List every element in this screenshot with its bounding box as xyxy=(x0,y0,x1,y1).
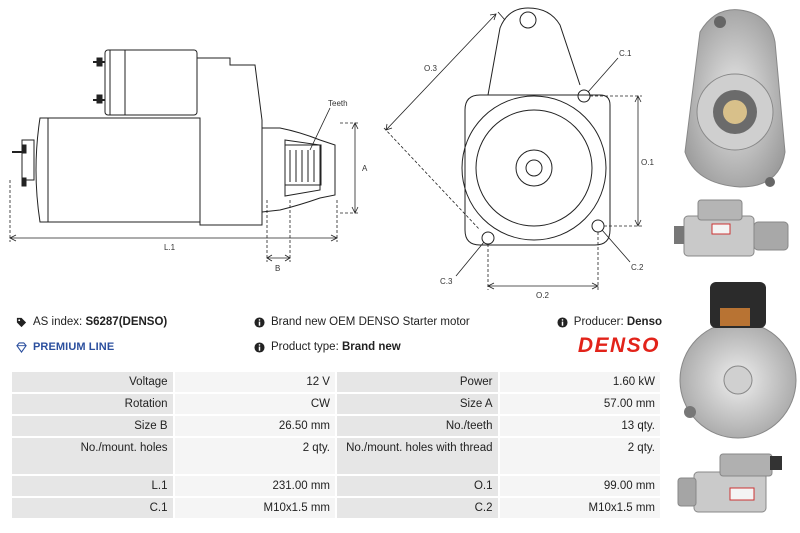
producer-value: Denso xyxy=(626,316,662,328)
spec-label: C.1 xyxy=(10,496,175,520)
table-row: L.1 231.00 mm O.1 99.00 mm xyxy=(10,474,662,498)
label-o3: O.3 xyxy=(424,64,437,73)
spec-label: Size B xyxy=(10,414,175,438)
spec-value: 2 qty. xyxy=(497,436,662,476)
table-row: Voltage 12 V Power 1.60 kW xyxy=(10,370,662,394)
spec-label: L.1 xyxy=(10,474,175,498)
spec-value: 2 qty. xyxy=(172,436,337,476)
table-row: Size B 26.50 mm No./teeth 13 qty. xyxy=(10,414,662,438)
spec-value: 57.00 mm xyxy=(497,392,662,416)
spec-value: CW xyxy=(172,392,337,416)
product-type-label: Product type: xyxy=(271,341,339,353)
premium-line-badge: PREMIUM LINE xyxy=(16,341,114,353)
spec-value: 13 qty. xyxy=(497,414,662,438)
side-view-drawing xyxy=(9,49,359,262)
as-index-value: S6287(DENSO) xyxy=(85,316,168,328)
spec-value: 1.60 kW xyxy=(497,370,662,394)
producer: Producer: Denso xyxy=(557,316,662,328)
product-type-value: Brand new xyxy=(341,341,401,353)
label-o1: O.1 xyxy=(641,158,654,167)
spec-value: 231.00 mm xyxy=(172,474,337,498)
info-icon xyxy=(254,316,265,328)
spec-value: M10x1.5 mm xyxy=(172,496,337,520)
table-row: C.1 M10x1.5 mm C.2 M10x1.5 mm xyxy=(10,496,662,520)
spec-label: Voltage xyxy=(10,370,175,394)
spec-value: 26.50 mm xyxy=(172,414,337,438)
spec-label: O.1 xyxy=(334,474,500,498)
photo-rear[interactable] xyxy=(670,272,800,444)
label-o2: O.2 xyxy=(536,291,549,300)
premium-line-text: PREMIUM LINE xyxy=(33,341,115,353)
spec-label: No./mount. holes xyxy=(10,436,175,476)
label-a: A xyxy=(362,164,368,173)
spec-label: No./mount. holes with thread xyxy=(334,436,500,476)
photo-front[interactable] xyxy=(670,2,800,192)
denso-logo: DENSO xyxy=(577,334,660,357)
as-index: AS index: S6287(DENSO) xyxy=(16,316,167,328)
label-c3: C.3 xyxy=(440,277,453,286)
label-c1: C.1 xyxy=(619,49,632,58)
as-index-label: AS index: xyxy=(33,316,83,328)
label-teeth: Teeth xyxy=(328,99,348,108)
description-text: Brand new OEM DENSO Starter motor xyxy=(271,316,470,328)
producer-label: Producer: xyxy=(573,316,624,328)
product-type: Product type: Brand new xyxy=(254,341,401,353)
spec-label: Power xyxy=(334,370,500,394)
table-row: No./mount. holes 2 qty. No./mount. holes… xyxy=(10,436,662,476)
label-b: B xyxy=(275,264,280,273)
label-l1: L.1 xyxy=(164,243,176,252)
photo-side[interactable] xyxy=(670,192,800,270)
spec-value: 99.00 mm xyxy=(497,474,662,498)
description: Brand new OEM DENSO Starter motor xyxy=(254,316,470,328)
specs-table: Voltage 12 V Power 1.60 kW Rotation CW S… xyxy=(10,370,662,520)
tags-icon xyxy=(16,317,27,327)
table-row: Rotation CW Size A 57.00 mm xyxy=(10,392,662,416)
spec-label: C.2 xyxy=(334,496,500,520)
spec-value: M10x1.5 mm xyxy=(497,496,662,520)
front-view-drawing xyxy=(383,7,642,290)
product-info: AS index: S6287(DENSO) PREMIUM LINE Bran… xyxy=(14,312,664,364)
label-c2: C.2 xyxy=(631,263,644,272)
photo-bottom[interactable] xyxy=(670,448,800,530)
info-icon xyxy=(254,341,265,353)
spec-label: Rotation xyxy=(10,392,175,416)
spec-value: 12 V xyxy=(172,370,337,394)
product-photos xyxy=(670,0,800,533)
diamond-icon xyxy=(16,341,27,353)
spec-label: Size A xyxy=(334,392,500,416)
info-icon xyxy=(557,316,568,328)
spec-label: No./teeth xyxy=(334,414,500,438)
technical-drawing: Teeth A L.1 B O.3 C.1 O.1 C.2 C.3 O.2 xyxy=(0,0,670,305)
